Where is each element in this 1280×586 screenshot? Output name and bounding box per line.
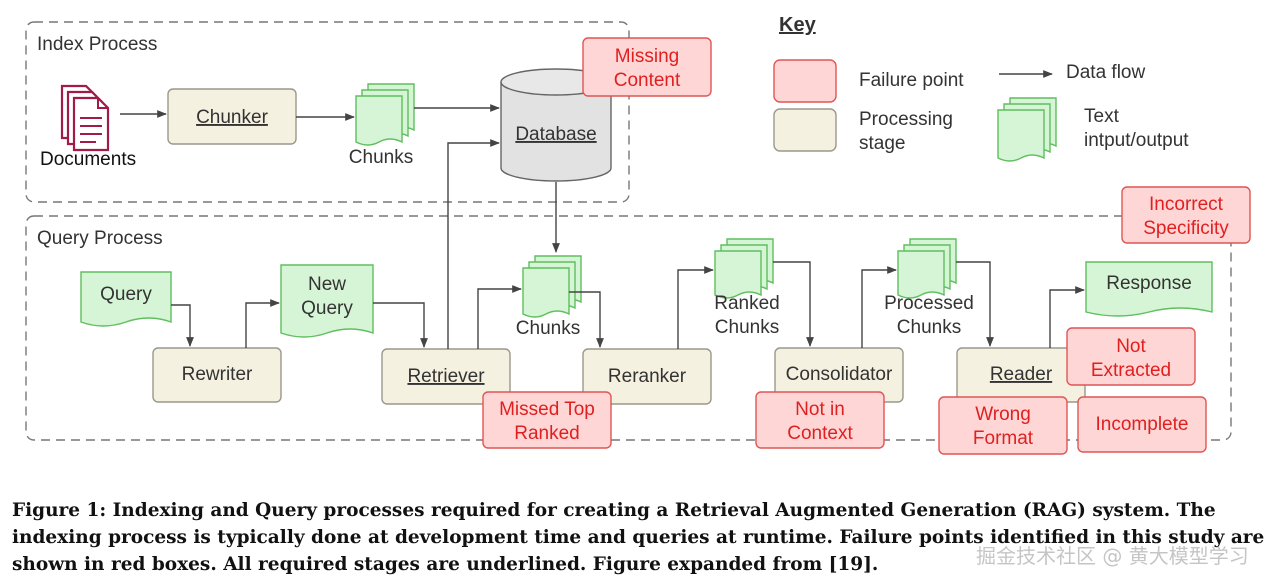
missing-content-line-2: Content	[614, 70, 681, 91]
watermark: 掘金技术社区 @ 黄大模型学习	[976, 544, 1249, 568]
missed-top-ranked-line-2: Ranked	[514, 423, 580, 444]
missing-content-line-1: Missing	[615, 46, 679, 67]
index-chunks-icon	[355, 83, 415, 146]
missed-top-ranked-line-1: Missed Top	[499, 399, 595, 420]
key-failure-swatch	[773, 59, 837, 103]
response-output	[1085, 261, 1213, 317]
new-query-text	[280, 264, 374, 338]
wrong-format-line-2: Format	[973, 428, 1034, 449]
query-label: Query	[100, 284, 152, 305]
key-stage-swatch	[773, 108, 837, 152]
reranker-label: Reranker	[608, 366, 687, 387]
key-text-swatch	[997, 97, 1057, 162]
figure-caption: Figure 1: Indexing and Query processes r…	[12, 500, 1265, 575]
index-process-label: Index Process	[37, 34, 157, 55]
incorrect-specificity-line-1: Incorrect	[1149, 194, 1224, 215]
processed-chunks-icon	[897, 238, 957, 299]
processed-to-reader-arrow	[956, 261, 994, 347]
incorrect-specificity-line-2: Specificity	[1143, 218, 1229, 239]
incorrect-specificity-failure	[1121, 186, 1251, 244]
not-in-context-failure	[755, 391, 885, 449]
new-query-line-2: Query	[301, 298, 353, 319]
key-stage-label-1: Processing	[859, 109, 953, 130]
retriever-label: Retriever	[407, 366, 485, 387]
documents-icon	[60, 84, 110, 152]
query-process-label: Query Process	[37, 228, 163, 249]
consolidator-to-processed-arrow	[861, 266, 897, 348]
retriever-stage	[381, 348, 511, 405]
new-query-line-1: New	[308, 274, 346, 295]
not-extracted-line-1: Not	[1116, 336, 1146, 357]
key-text-label-2: intput/output	[1084, 130, 1189, 151]
index-chunks-label: Chunks	[349, 147, 413, 168]
ranked-to-consolidator-arrow	[773, 261, 814, 347]
query-input	[80, 271, 172, 327]
ranked-chunks-icon	[714, 238, 774, 299]
key-text-label-1: Text	[1084, 106, 1120, 127]
not-extracted-failure	[1066, 327, 1196, 386]
reranker-to-ranked-arrow	[677, 266, 714, 349]
rewriter-stage	[152, 347, 282, 403]
consolidator-label: Consolidator	[786, 364, 893, 385]
key-data-flow-label: Data flow	[1066, 62, 1145, 83]
newquery-to-retriever-arrow	[373, 302, 428, 348]
not-in-context-line-1: Not in	[795, 399, 845, 420]
rag-diagram: Index Process Query Process Key Failure …	[25, 14, 1251, 455]
query-chunks-icon	[522, 255, 582, 318]
reader-to-response-arrow	[1049, 286, 1085, 348]
missed-top-ranked-failure	[482, 391, 612, 449]
reader-label: Reader	[990, 364, 1053, 385]
query-to-rewriter-arrow	[171, 304, 194, 347]
chunks-to-reranker-arrow	[569, 291, 604, 348]
not-extracted-line-2: Extracted	[1091, 360, 1171, 381]
wrong-format-line-1: Wrong	[975, 404, 1031, 425]
index-process-group	[25, 21, 630, 203]
response-label: Response	[1106, 273, 1192, 294]
incomplete-failure	[1077, 396, 1207, 453]
reranker-stage	[582, 348, 712, 405]
rewriter-to-newquery-arrow	[245, 299, 280, 348]
key-title: Key	[779, 14, 817, 36]
key-stage-label-2: stage	[859, 133, 905, 154]
retriever-to-database-arrow	[447, 139, 500, 349]
ranked-chunks-line-2: Chunks	[715, 317, 779, 338]
rewriter-label: Rewriter	[182, 364, 253, 385]
database-label: Database	[515, 124, 596, 145]
key-failure-label: Failure point	[859, 70, 964, 91]
missing-content-failure	[582, 37, 712, 97]
query-process-group	[25, 215, 1232, 441]
query-chunks-label: Chunks	[516, 318, 580, 339]
processed-chunks-line-2: Chunks	[897, 317, 961, 338]
documents-label: Documents	[40, 149, 136, 170]
retriever-to-chunks-arrow	[477, 285, 522, 349]
incomplete-label: Incomplete	[1096, 414, 1189, 435]
not-in-context-line-2: Context	[787, 423, 853, 444]
processed-chunks-line-1: Processed	[884, 293, 974, 314]
chunker-label: Chunker	[196, 107, 268, 128]
wrong-format-failure	[938, 396, 1068, 455]
ranked-chunks-line-1: Ranked	[714, 293, 780, 314]
